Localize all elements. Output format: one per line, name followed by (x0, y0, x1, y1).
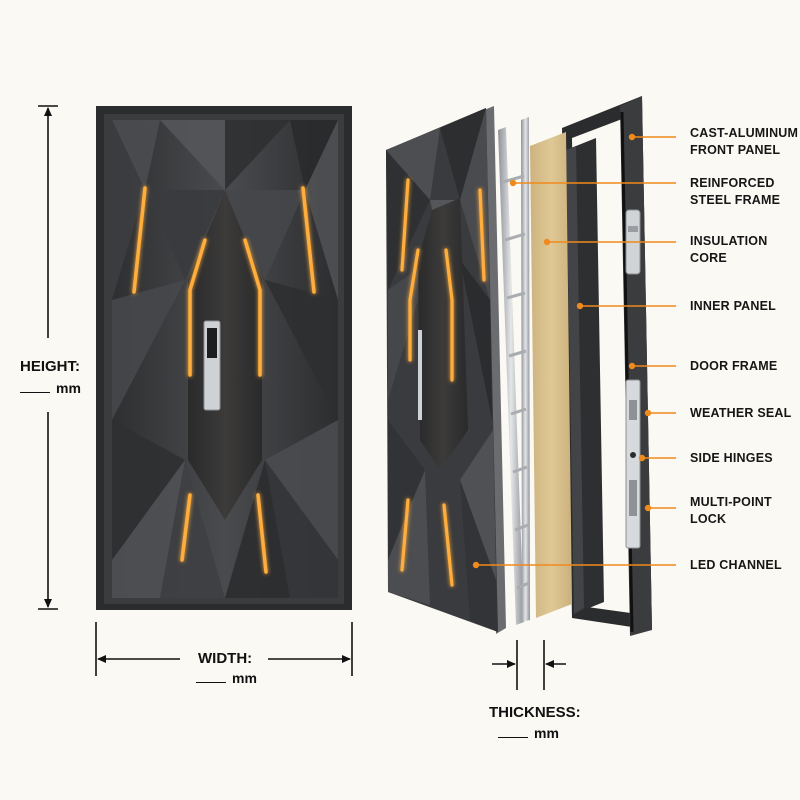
lock-cylinder (630, 452, 636, 458)
led-strip (442, 503, 454, 587)
callout-inner-panel: INNER PANEL (690, 298, 776, 315)
height-unit: mm (56, 380, 81, 396)
callout-line: INSULATION (690, 234, 768, 248)
thickness-label: THICKNESS: (489, 704, 581, 721)
lock-bolt (629, 480, 637, 516)
callout-line: WEATHER SEAL (690, 406, 792, 420)
front-panel-handle (418, 330, 422, 420)
faceted-pattern (112, 120, 338, 598)
exploded-view (386, 96, 652, 636)
width-blank (196, 670, 226, 683)
height-label: HEIGHT: (20, 358, 80, 375)
leader-dot (628, 362, 636, 370)
insulation-core-shape (530, 132, 572, 618)
dimension-lines (38, 105, 566, 690)
led-strip (400, 178, 410, 272)
callout-line: LOCK (690, 512, 727, 526)
center-brushed-strip (188, 190, 262, 520)
led-strip (301, 186, 316, 294)
callout-side-hinges: SIDE HINGES (690, 450, 773, 467)
hinge-knuckle (628, 226, 638, 232)
callout-line: SIDE HINGES (690, 451, 773, 465)
thickness-unit: mm (534, 725, 559, 741)
led-strip (180, 493, 192, 562)
leader-dot (472, 561, 480, 569)
height-value: mm (20, 380, 81, 398)
callout-door-frame: DOOR FRAME (690, 358, 777, 375)
front-view-door (96, 106, 352, 610)
inner-panel-face (566, 146, 584, 614)
callout-cast-aluminum-front-panel: CAST-ALUMINUM FRONT PANEL (690, 125, 798, 159)
led-strip (400, 498, 410, 572)
led-strip (408, 248, 420, 362)
callout-line: CAST-ALUMINUM (690, 126, 799, 140)
led-strip (444, 248, 454, 382)
callout-line: DOOR FRAME (690, 359, 778, 373)
led-strip (132, 186, 147, 294)
thickness-blank (498, 725, 528, 738)
width-label: WIDTH: (198, 650, 253, 667)
leader-dot (509, 179, 517, 187)
led-strip (243, 238, 262, 377)
callout-line: INNER PANEL (690, 299, 777, 313)
callout-line: STEEL FRAME (690, 193, 781, 207)
callout-line: MULTI-POINT (690, 495, 772, 509)
lock-bolt (629, 400, 637, 420)
leader-dot (543, 238, 551, 246)
callout-line: REINFORCED (690, 176, 775, 190)
leader-dot (638, 454, 646, 462)
callout-led-channel: LED CHANNEL (690, 557, 782, 574)
front-panel-edge (484, 106, 506, 634)
exploded-led-strips (400, 178, 486, 587)
callout-leaders (472, 133, 676, 569)
front-panel-strip (418, 198, 468, 470)
leader-dot (628, 133, 636, 141)
callout-insulation-core: INSULATION CORE (690, 233, 767, 267)
width-unit: mm (232, 670, 257, 686)
callout-line: LED CHANNEL (690, 558, 782, 572)
leader-dot (576, 302, 584, 310)
steel-frame-ladder (498, 117, 530, 625)
led-strip (478, 188, 486, 282)
height-blank (20, 380, 50, 393)
front-led-strips (132, 186, 316, 574)
callout-multi-point-lock: MULTI-POINT LOCK (690, 494, 772, 528)
handle-keypad (207, 328, 217, 358)
leader-dot (644, 409, 652, 417)
leader-dot (644, 504, 652, 512)
width-value: mm (196, 670, 257, 688)
led-strip (256, 493, 268, 574)
led-strip (188, 238, 207, 377)
callout-line: FRONT PANEL (690, 143, 781, 157)
callout-reinforced-steel-frame: REINFORCED STEEL FRAME (690, 175, 780, 209)
callout-line: CORE (690, 251, 727, 265)
callout-weather-seal: WEATHER SEAL (690, 405, 791, 422)
thickness-value: mm (498, 725, 559, 743)
